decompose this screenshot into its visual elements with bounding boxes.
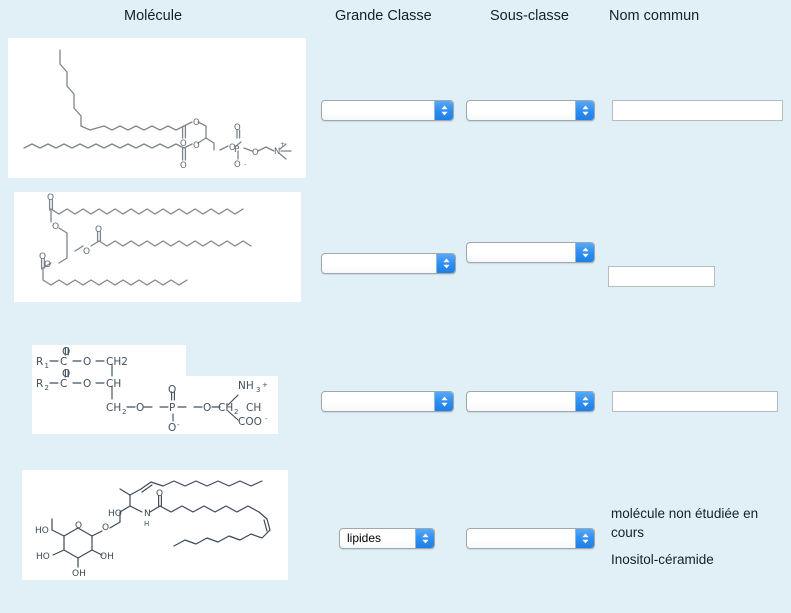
input-nom-commun-row-2[interactable]: [608, 266, 715, 287]
svg-text:O: O: [83, 378, 91, 390]
svg-text:O: O: [102, 523, 109, 533]
svg-text:O: O: [47, 193, 54, 203]
select-sous-classe-row-3[interactable]: [466, 391, 595, 412]
svg-text:P: P: [234, 145, 240, 155]
svg-text:O: O: [168, 422, 176, 434]
svg-text:CH: CH: [106, 378, 121, 390]
svg-text:OH: OH: [72, 569, 86, 579]
svg-text:2: 2: [234, 408, 238, 416]
select-grande-classe-row-4-value: lipides: [347, 531, 382, 545]
svg-text:O: O: [168, 384, 176, 396]
svg-text:O: O: [62, 346, 70, 358]
svg-text:2: 2: [122, 408, 126, 416]
svg-text:C: C: [60, 378, 67, 390]
svg-text:P: P: [169, 402, 175, 414]
svg-text:HO: HO: [35, 526, 49, 536]
svg-text:N: N: [274, 147, 280, 157]
chevron-up-down-icon[interactable]: [575, 101, 594, 120]
select-grande-classe-row-2[interactable]: [321, 253, 456, 274]
svg-text:C: C: [60, 356, 67, 368]
column-header-nom-commun: Nom commun: [609, 8, 700, 24]
svg-text:1: 1: [45, 362, 49, 370]
svg-text:-: -: [177, 421, 180, 429]
svg-text:R: R: [36, 356, 43, 368]
svg-text:O: O: [180, 139, 187, 149]
svg-text:COO: COO: [238, 416, 262, 428]
svg-text:HO: HO: [36, 552, 50, 562]
svg-text:NH: NH: [238, 380, 254, 392]
svg-text:O: O: [193, 141, 200, 151]
svg-text:O: O: [180, 161, 187, 171]
svg-text:O: O: [136, 402, 144, 414]
svg-text:O: O: [44, 260, 51, 270]
select-grande-classe-row-1[interactable]: [321, 100, 454, 121]
svg-text:O: O: [75, 521, 82, 531]
svg-text:O: O: [203, 402, 211, 414]
select-sous-classe-row-1[interactable]: [466, 100, 595, 121]
chevron-up-down-icon[interactable]: [434, 101, 453, 120]
chevron-up-down-icon[interactable]: [575, 529, 594, 548]
svg-text:O: O: [229, 143, 236, 153]
svg-text:+: +: [262, 381, 268, 389]
svg-text:O: O: [252, 148, 259, 158]
svg-text:O: O: [83, 247, 90, 257]
note-common-name-row-4: Inositol-céramide: [611, 552, 714, 567]
chevron-up-down-icon[interactable]: [575, 243, 594, 262]
svg-text:+: +: [280, 141, 285, 148]
column-header-sous-classe: Sous-classe: [490, 8, 569, 24]
svg-text:HO: HO: [108, 509, 122, 519]
note-molecule-not-studied: molécule non étudiée en cours: [611, 506, 759, 540]
svg-text:O: O: [234, 123, 241, 133]
svg-text:CH2: CH2: [106, 356, 128, 368]
molecule-image-glycosphingolipid: HO HO OH OH O O HO N H O: [22, 470, 288, 580]
chevron-up-down-icon[interactable]: [436, 254, 455, 273]
molecule-image-phosphatidylcholine: O O O O O O O O P N - +: [8, 38, 306, 178]
svg-text:2: 2: [45, 384, 49, 392]
svg-text:CH: CH: [246, 402, 261, 414]
svg-text:H: H: [144, 520, 149, 528]
svg-text:R: R: [36, 378, 43, 390]
svg-text:O: O: [193, 118, 200, 128]
column-header-molecule: Molécule: [124, 8, 183, 24]
chevron-up-down-icon[interactable]: [415, 529, 434, 548]
molecule-image-triacylglycerol: O O O O O O: [14, 192, 301, 302]
input-nom-commun-row-1[interactable]: [612, 100, 783, 121]
svg-text:CH: CH: [218, 402, 233, 414]
chevron-up-down-icon[interactable]: [434, 392, 453, 411]
select-sous-classe-row-2[interactable]: [466, 242, 595, 263]
svg-text:3: 3: [256, 386, 260, 394]
svg-text:O: O: [62, 368, 70, 380]
select-sous-classe-row-4[interactable]: [466, 528, 595, 549]
svg-text:CH: CH: [106, 402, 121, 414]
svg-text:O: O: [156, 489, 163, 499]
svg-text:O: O: [52, 222, 59, 232]
svg-text:-: -: [265, 415, 268, 423]
chevron-up-down-icon[interactable]: [575, 392, 594, 411]
svg-text:N: N: [144, 509, 151, 519]
select-grande-classe-row-3[interactable]: [321, 391, 454, 412]
svg-text:O: O: [39, 252, 46, 262]
svg-text:O: O: [83, 356, 91, 368]
svg-text:O: O: [234, 160, 241, 170]
input-nom-commun-row-3[interactable]: [612, 391, 778, 412]
svg-text:O: O: [95, 225, 102, 235]
svg-text:OH: OH: [100, 552, 114, 562]
select-grande-classe-row-4[interactable]: lipides: [339, 528, 435, 549]
molecule-image-phosphatidylserine-lower: [32, 376, 278, 434]
svg-text:-: -: [244, 161, 246, 168]
column-header-grande-classe: Grande Classe: [335, 8, 432, 24]
